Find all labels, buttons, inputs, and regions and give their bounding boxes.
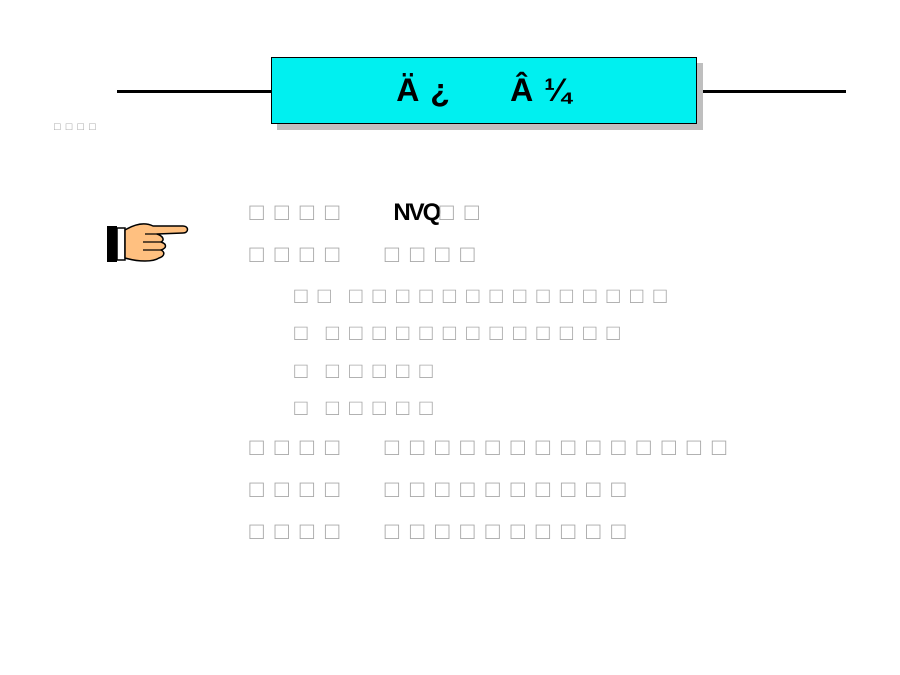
side-label: □ □ □ □: [54, 121, 97, 133]
title-rule-left: [117, 90, 273, 93]
slide-title: Ä ¿ Â ¼: [396, 72, 572, 108]
line-2: □ □ □ □ □ □ □ □: [249, 241, 477, 268]
line-5: □ □ □ □ □ □: [294, 358, 435, 383]
line-8: □ □ □ □ □ □ □ □ □ □ □ □ □ □: [249, 476, 628, 503]
line-6: □ □ □ □ □ □: [294, 395, 435, 420]
line-7: □ □ □ □ □ □ □ □ □ □ □ □ □ □ □ □ □ □: [249, 434, 729, 461]
line-1: □ □ □ □ NVQ□ □: [249, 199, 482, 226]
title-rule-right: [697, 90, 846, 93]
line-9: □ □ □ □ □ □ □ □ □ □ □ □ □ □: [249, 518, 628, 545]
line-3: □ □ □ □ □ □ □ □ □ □ □ □ □ □ □ □: [294, 283, 669, 308]
title-box: Ä ¿ Â ¼: [271, 57, 697, 124]
pointing-hand-icon: [107, 223, 189, 262]
line-4: □ □ □ □ □ □ □ □ □ □ □ □ □ □: [294, 320, 622, 345]
